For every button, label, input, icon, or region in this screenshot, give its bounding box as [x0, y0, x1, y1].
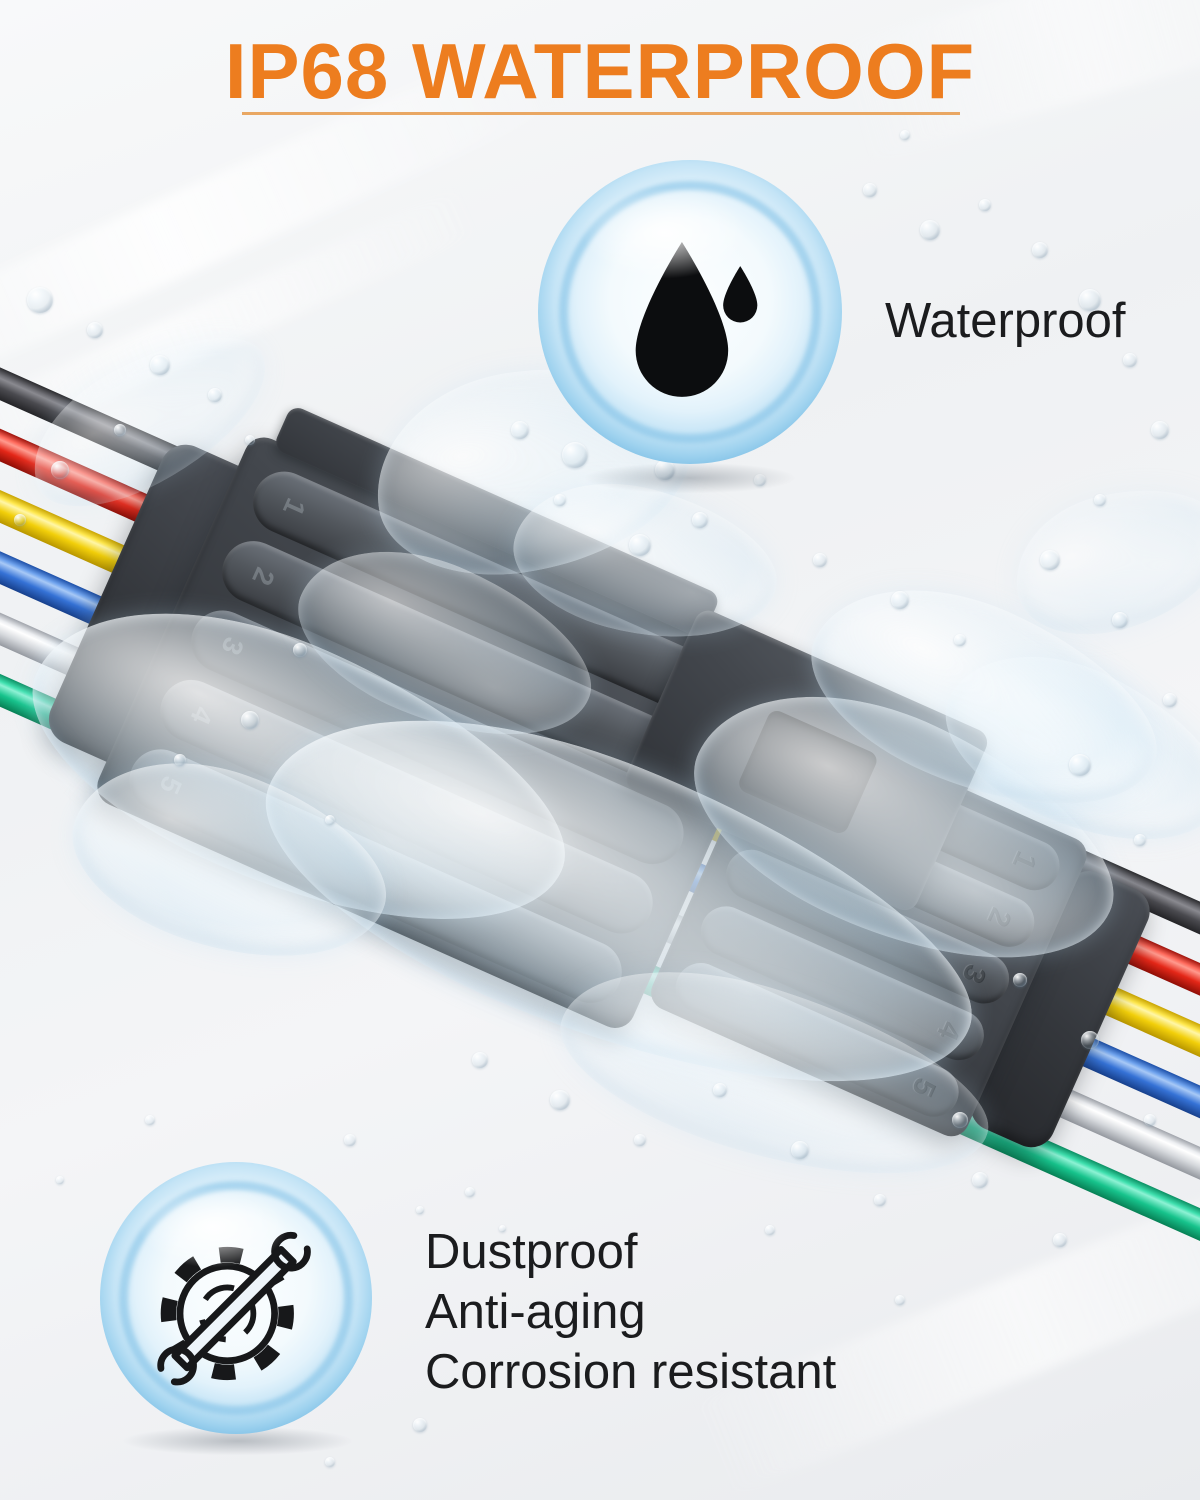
- water-droplet: [413, 1418, 427, 1432]
- water-droplet: [511, 421, 529, 439]
- title-divider: [242, 112, 960, 115]
- water-droplet: [1112, 612, 1128, 628]
- circle-shadow: [580, 462, 800, 494]
- page-title: IP68 WATERPROOF: [224, 27, 976, 115]
- water-droplet: [1151, 421, 1169, 439]
- water-droplet: [416, 1206, 424, 1214]
- durability-line: Dustproof: [425, 1225, 638, 1279]
- water-ring-circle: [100, 1162, 372, 1434]
- durability-line: Anti-aging: [425, 1285, 646, 1339]
- water-droplet: [813, 553, 827, 567]
- durability-label: Dustproof Anti-aging Corrosion resistant: [425, 1222, 836, 1402]
- waterproof-label: Waterproof: [885, 294, 1126, 348]
- water-droplet: [1163, 693, 1177, 707]
- water-droplet: [863, 183, 877, 197]
- pin-number: 2: [980, 903, 1018, 932]
- water-droplet: [895, 1295, 905, 1305]
- pin-number: 2: [246, 563, 281, 591]
- water-droplet: [979, 199, 991, 211]
- water-droplet: [1094, 494, 1106, 506]
- water-droplet: [1040, 550, 1060, 570]
- water-droplet: [920, 220, 940, 240]
- water-droplet: [344, 1134, 356, 1146]
- pin-number: 1: [1006, 846, 1044, 876]
- pin-number: 5: [905, 1073, 943, 1102]
- pin-number: 5: [153, 771, 189, 799]
- water-drop-icon: [635, 242, 758, 397]
- pin-number: 3: [955, 959, 993, 989]
- pin-number: 3: [215, 632, 250, 660]
- water-droplet: [1032, 242, 1048, 258]
- pin-number: 4: [184, 702, 220, 729]
- water-droplet: [1123, 353, 1137, 367]
- water-droplet: [465, 1187, 475, 1197]
- latch-slot: [736, 707, 880, 837]
- water-droplet: [56, 1176, 64, 1184]
- water-ring-circle: [538, 160, 842, 464]
- water-splash: [999, 468, 1200, 652]
- water-droplet: [325, 1457, 335, 1467]
- gear-wrench-icon: [157, 1231, 311, 1386]
- durability-line: Corrosion resistant: [425, 1345, 837, 1399]
- pin-number: 4: [930, 1016, 968, 1046]
- water-droplet: [145, 1115, 155, 1125]
- pin-number: 1: [277, 493, 312, 521]
